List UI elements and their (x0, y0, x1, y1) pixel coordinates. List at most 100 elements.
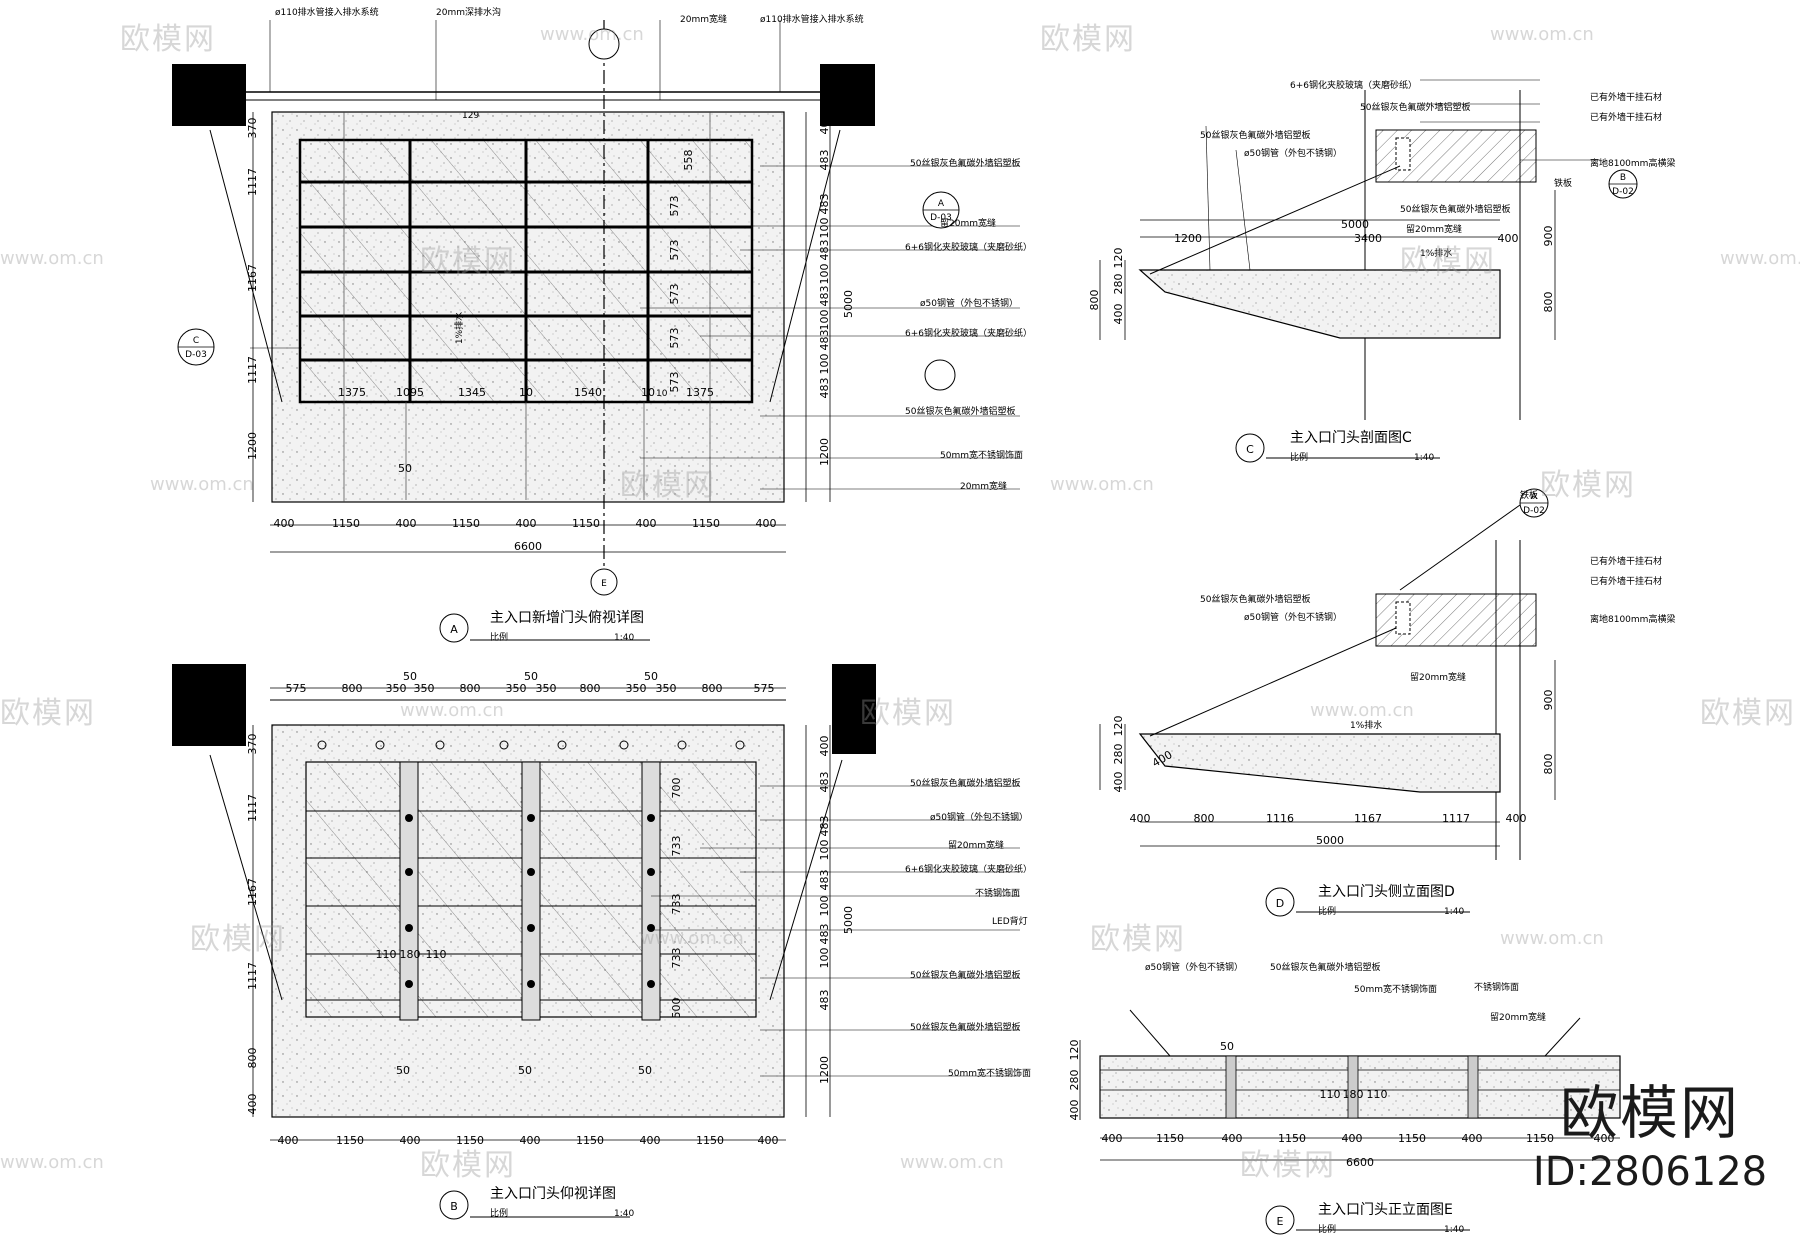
d-dim-4: 1117 (1442, 812, 1470, 825)
b-right-6: 483 (818, 924, 831, 945)
c-note-1: 50丝银灰色氟碳外墙铝塑板 (1360, 101, 1470, 113)
panel-e-elevation (1079, 1009, 1621, 1235)
e-dim-110b: 110 (1367, 1088, 1388, 1101)
a-inner-4: 1540 (574, 386, 602, 399)
a-note-glass: 6+6钢化夹胶玻璃（夹磨砂纸） (905, 241, 1032, 253)
a-right-10: 483 (818, 378, 831, 399)
a-left-2: 1167 (246, 264, 259, 292)
b-dim-7: 1150 (696, 1134, 724, 1147)
b-right-4: 483 (818, 870, 831, 891)
b-misc-0: 50 (396, 1064, 410, 1077)
a-left-3: 1117 (246, 356, 259, 384)
e-dim-6: 400 (1462, 1132, 1483, 1145)
a-note-steel: 50mm宽不锈钢饰面 (940, 449, 1023, 461)
c-note-3: ø50钢管（外包不锈钢） (1244, 147, 1342, 159)
b-top-2: 350 (386, 682, 407, 695)
b-right-1: 483 (818, 772, 831, 793)
e-scale-label: 比例 (1318, 1223, 1336, 1235)
a-glass-3: 573 (668, 284, 681, 305)
b-glass-0: 700 (670, 778, 683, 799)
a-dim-8: 400 (756, 517, 777, 530)
e-note-0: ø50钢管（外包不锈钢） (1145, 961, 1243, 973)
c-note-2: 50丝银灰色氟碳外墙铝塑板 (1200, 129, 1310, 141)
e-dim-7: 1150 (1526, 1132, 1554, 1145)
c-note-7: 50丝银灰色氟碳外墙铝塑板 (1400, 203, 1510, 215)
a-dim-total: 6600 (514, 540, 542, 553)
a-right-4: 483 (818, 240, 831, 261)
d-note-0: 50丝银灰色氟碳外墙铝塑板 (1200, 593, 1310, 605)
a-note-pipe: ø50钢管（外包不锈钢） (920, 297, 1018, 309)
a-note-panel: 50丝银灰色氟碳外墙铝塑板 (910, 157, 1020, 169)
a-inner-0: 1375 (338, 386, 366, 399)
c-scale-label: 比例 (1290, 451, 1308, 463)
a-note-gap-2: 20mm宽缝 (960, 480, 1007, 492)
b-right-0: 400 (818, 736, 831, 757)
e-dim-110a: 110 (1320, 1088, 1341, 1101)
d-dim-3: 1167 (1354, 812, 1382, 825)
c-scale: 1:40 (1414, 453, 1434, 463)
e-note-1: 50丝银灰色氟碳外墙铝塑板 (1270, 961, 1380, 973)
c-dim-7: 800 (1088, 290, 1101, 311)
a-inner-5: 10 (641, 386, 655, 399)
e-dim-v1: 280 (1068, 1070, 1081, 1091)
a-note-slot: 留20mm宽缝 (940, 217, 996, 229)
d-scale: 1:40 (1444, 907, 1464, 917)
b-top-10: 350 (626, 682, 647, 695)
b-top-12: 350 (656, 682, 677, 695)
e-dim-0: 400 (1102, 1132, 1123, 1145)
c-note-10: 铁板 (1554, 177, 1572, 189)
b-marker: B (450, 1200, 458, 1213)
b-right-9: 1200 (818, 1056, 831, 1084)
e-dim-v2: 400 (1068, 1100, 1081, 1121)
b-right-3: 100 (818, 840, 831, 861)
c-note-4: 已有外墙干挂石材 (1590, 91, 1662, 103)
d-dim-v4: 900 (1542, 690, 1555, 711)
b-led-1: 180 (400, 948, 421, 961)
e-title: 主入口门头正立面图E (1318, 1202, 1453, 1218)
e-dim-total: 6600 (1346, 1156, 1374, 1169)
b-scale-label: 比例 (490, 1207, 508, 1219)
b-note-5: LED背灯 (992, 915, 1028, 927)
b-left-5: 400 (246, 1094, 259, 1115)
d-note-3: 已有外墙干挂石材 (1590, 575, 1662, 587)
b-top-7: 50 (524, 670, 538, 683)
a-inner-2: 1345 (458, 386, 486, 399)
d-dim-v5: 800 (1542, 754, 1555, 775)
b-left-0: 370 (246, 734, 259, 755)
b-note-3: 6+6钢化夹胶玻璃（夹磨砂纸） (905, 863, 1032, 875)
a-right-6: 483 (818, 286, 831, 307)
c-title: 主入口门头剖面图C (1290, 430, 1412, 446)
a-right-3: 100 (818, 218, 831, 239)
b-left-3: 1117 (246, 962, 259, 990)
a-right-9: 100 (818, 354, 831, 375)
d-note-2: 已有外墙干挂石材 (1590, 555, 1662, 567)
b-dim-6: 400 (640, 1134, 661, 1147)
a-scale: 1:40 (614, 633, 634, 643)
e-dim-1: 1150 (1156, 1132, 1184, 1145)
a-right-0: 400 (818, 114, 831, 135)
b-glass-2: 733 (670, 894, 683, 915)
d-callout-bottom: D-02 (1523, 506, 1545, 516)
canopy-section-c (1138, 269, 1501, 339)
c-note-9: 1%排水 (1420, 247, 1452, 259)
b-glass-1: 733 (670, 836, 683, 857)
b-left-4: 800 (246, 1048, 259, 1069)
e-dim-3: 1150 (1278, 1132, 1306, 1145)
a-glass-4: 573 (668, 328, 681, 349)
a-note-gap: 20mm宽缝 (680, 13, 727, 25)
b-top-9: 800 (580, 682, 601, 695)
b-top-11: 50 (644, 670, 658, 683)
b-misc-2: 50 (638, 1064, 652, 1077)
d-callout-top: A (1531, 492, 1538, 502)
a-dim-4: 400 (516, 517, 537, 530)
e-dim-4: 400 (1342, 1132, 1363, 1145)
b-top-8: 350 (536, 682, 557, 695)
a-right-7: 100 (818, 310, 831, 331)
c-dim-9: 800 (1542, 292, 1555, 313)
e-note-4: 留20mm宽缝 (1490, 1011, 1546, 1023)
a-note-drain-1: ø110排水管接入排水系统 (275, 6, 379, 18)
d-note-4: 离地8100mm高横梁 (1590, 613, 1675, 625)
d-dim-total: 5000 (1316, 834, 1344, 847)
c-dim-5: 280 (1112, 274, 1125, 295)
c-note-5: 已有外墙干挂石材 (1590, 111, 1662, 123)
